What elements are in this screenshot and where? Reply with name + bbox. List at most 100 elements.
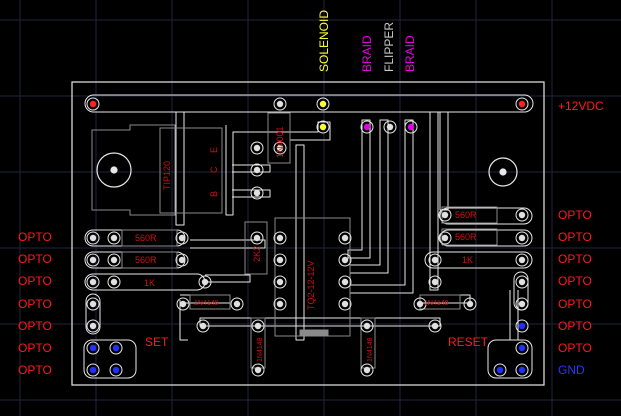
right-labels: +12VDC OPTO OPTO OPTO OPTO OPTO OPTO OPT…: [558, 99, 604, 377]
pad-hole: [431, 256, 439, 264]
pad-ring: [107, 253, 121, 267]
pad-ring: [273, 97, 287, 111]
trace-opto-r1: [439, 207, 533, 225]
pad-hole: [431, 278, 439, 286]
pad-ring: [107, 275, 121, 289]
label-opto-l5: OPTO: [18, 319, 52, 333]
pad-hole: [178, 234, 186, 242]
pad-hole: [201, 278, 209, 286]
pad-ring: [250, 186, 264, 200]
pad-hole: [386, 123, 394, 131]
pad-hole: [199, 322, 207, 330]
label-solenoid: SOLENOID: [317, 10, 331, 72]
pad-ring: [316, 120, 330, 134]
pad-ring: [515, 97, 529, 111]
pad-ring: [463, 297, 477, 311]
label-560r-r1: 560R: [455, 210, 477, 220]
trace-opto-l3-ext: [205, 274, 251, 283]
label-opto-l7: OPTO: [18, 363, 52, 377]
pad-ring: [413, 297, 427, 311]
pad-ring: [273, 231, 287, 245]
pad-hole: [276, 144, 284, 152]
label-opto-r6: OPTO: [558, 319, 592, 333]
trace-tr-links-2: [232, 189, 271, 198]
pad-ring: [250, 141, 264, 155]
pad-ring: [438, 208, 452, 222]
pad-hole: [319, 100, 327, 108]
trace-right-down: [509, 290, 519, 341]
label-opto-l4: OPTO: [18, 297, 52, 311]
label-set: SET: [145, 335, 169, 349]
pad-hole: [110, 278, 118, 286]
pad-hole: [110, 256, 118, 264]
pad-ring: [383, 120, 397, 134]
tip120-body-outline: [159, 127, 223, 214]
r560-l1-outline: [121, 229, 178, 247]
pad-ring: [176, 297, 190, 311]
trace-mid-horizontal: [190, 239, 266, 249]
pad-ring: [251, 363, 265, 377]
label-opto-r5: OPTO: [558, 297, 592, 311]
pad-ring: [515, 253, 529, 267]
pad-hole: [518, 211, 526, 219]
pad-ring: [360, 363, 374, 377]
label-1k-right: 1K: [462, 255, 473, 265]
silk-labels: TIP120 E C B 1N4001 2K2 TQ2-12-12V 560R …: [135, 126, 489, 362]
pad-ring: [198, 275, 212, 289]
pad-ring: [338, 253, 352, 267]
pad-ring: [109, 341, 123, 355]
pad-ring: [196, 319, 210, 333]
label-gnd: GND: [558, 363, 585, 377]
pad-hole: [341, 300, 349, 308]
label-opto-l2: OPTO: [18, 252, 52, 266]
trace-left-bottom: [83, 339, 137, 379]
trace-bottom-long: [199, 317, 441, 327]
pad-hole: [89, 300, 97, 308]
pad-ring: [107, 231, 121, 245]
label-560r-r2: 560R: [455, 232, 477, 242]
pad-ring: [493, 363, 507, 377]
pad-hole: [254, 322, 262, 330]
label-opto-l1: OPTO: [18, 230, 52, 244]
trace-braid-left: [347, 119, 371, 259]
pad-ring: [251, 319, 265, 333]
pad-ring: [230, 297, 244, 311]
trace-braid-right: [349, 119, 414, 294]
pad-ring: [338, 297, 352, 311]
label-tr-e: E: [209, 147, 219, 153]
right-mount-hole-inner: [499, 168, 507, 176]
pad-ring: [86, 253, 100, 267]
label-2k2: 2K2: [252, 246, 262, 262]
label-tr-b: B: [209, 191, 219, 197]
label-flipper: FLIPPER: [382, 22, 396, 72]
pad-ring: [86, 231, 100, 245]
pad-hole: [416, 300, 424, 308]
pad-hole: [89, 234, 97, 242]
label-opto-l6: OPTO: [18, 341, 52, 355]
label-1k-left: 1K: [144, 278, 155, 288]
pad-hole: [89, 322, 97, 330]
pad-ring: [86, 297, 100, 311]
pad-hole: [253, 144, 261, 152]
trace-12v-bus: [84, 94, 534, 113]
label-opto-r7: OPTO: [558, 341, 592, 355]
pad-hole: [89, 344, 97, 352]
left-labels: OPTO OPTO OPTO OPTO OPTO OPTO OPTO: [18, 230, 52, 377]
pad-hole: [276, 256, 284, 264]
pad-ring: [250, 163, 264, 177]
pad-hole: [89, 256, 97, 264]
pad-ring: [515, 319, 529, 333]
pad-ring: [515, 208, 529, 222]
trace-set-vertical: [85, 293, 101, 335]
pad-ring: [404, 120, 418, 134]
label-opto-r2: OPTO: [558, 230, 592, 244]
right-mount-hole: [488, 157, 518, 187]
pad-ring: [273, 275, 287, 289]
pad-hole: [254, 366, 262, 374]
pads: [86, 97, 529, 377]
pad-ring: [86, 275, 100, 289]
pad-ring: [338, 275, 352, 289]
top-labels: SOLENOID BRAID FLIPPER BRAID: [317, 10, 417, 72]
